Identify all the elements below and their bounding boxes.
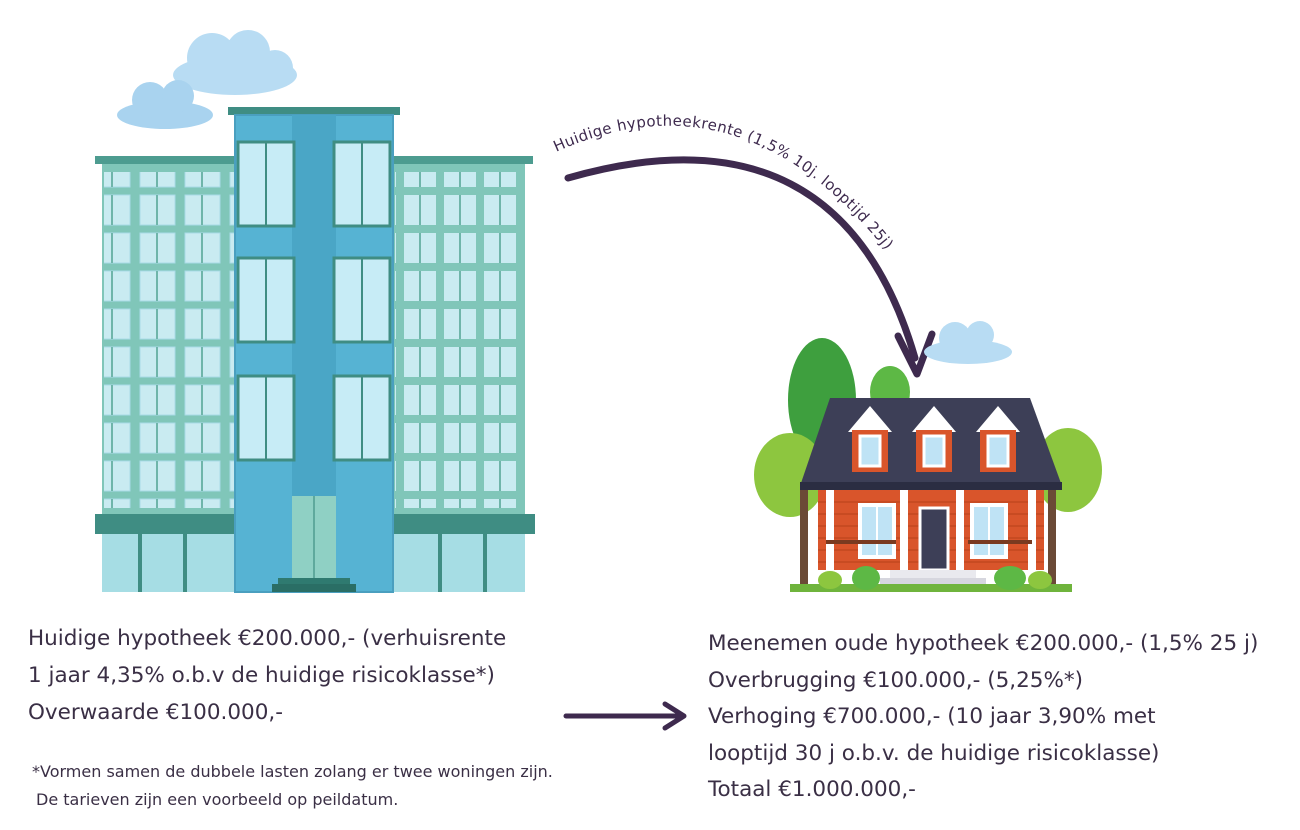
- straight-arrow-head: [662, 701, 687, 731]
- current-mortgage-line-2: 1 jaar 4,35% o.b.v de huidige risicoklas…: [28, 663, 495, 688]
- footnote-line-2: De tarieven zijn een voorbeeld op peilda…: [36, 790, 399, 809]
- current-mortgage-text: Huidige hypotheek €200.000,- (verhuisren…: [28, 620, 506, 731]
- arc-label: Huidige hypotheekrente (1,5% 10j. loopti…: [551, 112, 898, 253]
- new-mortgage-line-2: Overbrugging €100.000,- (5,25%*): [708, 667, 1084, 693]
- new-mortgage-line-1: Meenemen oude hypotheek €200.000,- (1,5%…: [708, 631, 1259, 656]
- curved-arrow-head: [894, 330, 936, 378]
- current-mortgage-line-1: Huidige hypotheek €200.000,- (verhuisren…: [28, 626, 507, 651]
- new-mortgage-text: Meenemen oude hypotheek €200.000,- (1,5%…: [708, 626, 1258, 809]
- cloud-large: [173, 30, 297, 95]
- surplus-value-line: Overwaarde €100.000,-: [28, 700, 283, 725]
- footnote: *Vormen samen de dubbele lasten zolang e…: [32, 758, 553, 814]
- total-line: Totaal €1.000.000,-: [708, 777, 916, 802]
- new-mortgage-line-3: Verhoging €700.000,- (10 jaar 3,90% met: [708, 704, 1156, 729]
- office-building-icon: [95, 107, 535, 593]
- curved-arrow: [564, 156, 919, 362]
- cloud-small: [117, 80, 213, 129]
- new-mortgage-line-4: looptijd 30 j o.b.v. de huidige risicokl…: [708, 740, 1160, 766]
- house-icon: [754, 338, 1102, 592]
- cloud-house: [924, 321, 1012, 364]
- footnote-line-1: *Vormen samen de dubbele lasten zolang e…: [32, 762, 553, 781]
